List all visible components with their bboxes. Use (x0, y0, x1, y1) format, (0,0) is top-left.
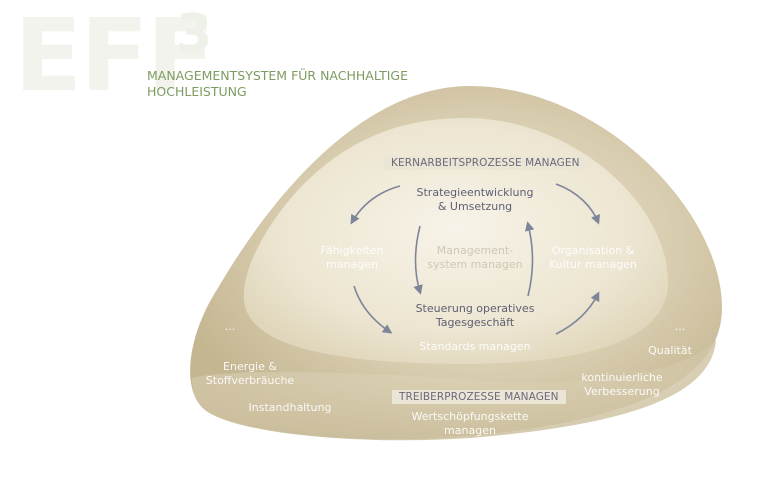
label-instandhaltung: Instandhaltung (248, 401, 332, 414)
label-qualitaet: Qualität (648, 344, 692, 357)
label-managementsystem: Management-system managen (427, 244, 523, 271)
cycle-arrow-bottom-right (555, 291, 600, 335)
cycle-arrow-top-right (555, 183, 600, 225)
inner-shape (243, 118, 668, 364)
cycle-arrow-top-left (350, 185, 401, 225)
subtitle-line-1: MANAGEMENTSYSTEM FÜR NACHHALTIGE (147, 68, 408, 83)
label-ellipsis-right: ... (674, 320, 686, 333)
logo-eff: EFF (14, 0, 215, 114)
label-standards: Standards managen (419, 340, 531, 353)
center-arrow-up (524, 221, 535, 297)
badge-kernarbeitsprozesse: KERNARBEITSPROZESSE MANAGEN (384, 156, 587, 170)
cycle-arrow-bottom-left (353, 285, 393, 334)
label-strategie: Strategieentwicklung& Umsetzung (416, 186, 534, 213)
label-ellipsis-left: ... (224, 320, 236, 333)
badge-treiberprozesse: TREIBERPROZESSE MANAGEN (392, 390, 566, 404)
center-arrow-down (413, 225, 423, 295)
label-organisation: Organisation &Kultur managen (549, 244, 637, 271)
subtitle: MANAGEMENTSYSTEM FÜR NACHHALTIGE HOCHLEI… (147, 68, 408, 100)
label-energie: Energie &Stoffverbräuche (205, 360, 295, 387)
subtitle-line-2: HOCHLEISTUNG (147, 84, 247, 99)
logo-superscript: 3 (176, 4, 213, 64)
